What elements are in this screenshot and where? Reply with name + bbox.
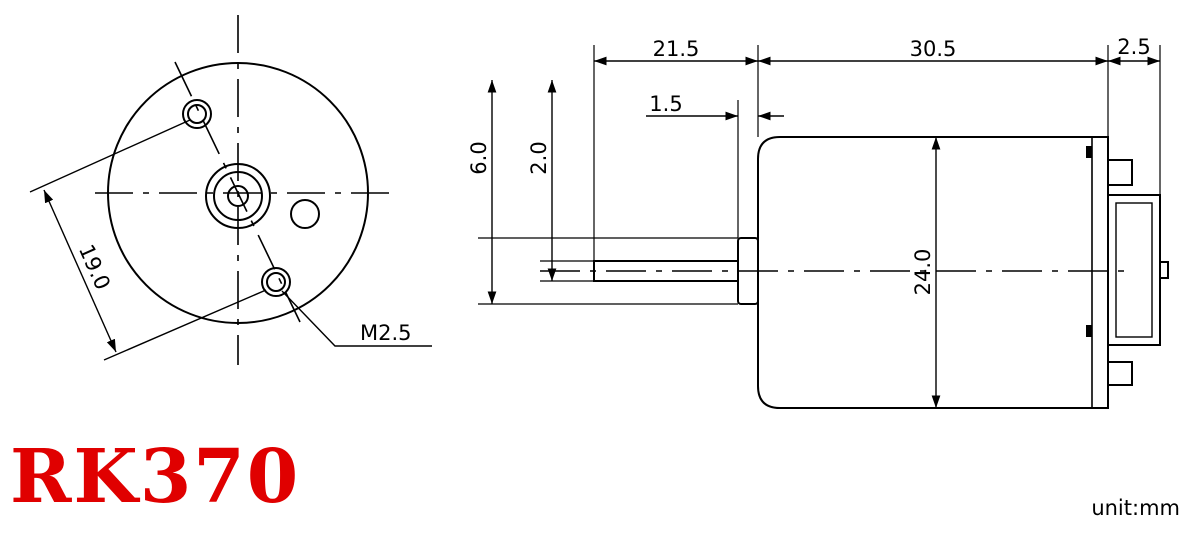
terminal-top [1108,159,1133,186]
thread-label: M2.5 [360,321,412,345]
terminal-bottom [1108,361,1133,386]
mount-hole-bottom-outer [261,267,291,297]
shaft-diameter-label: 2.0 [527,141,551,174]
boss-length-label: 1.5 [649,92,682,116]
motor-body [757,136,1109,409]
shaft-length-label: 21.5 [653,37,700,61]
boss-inner [213,171,263,221]
body-diameter-label: 24.0 [911,249,935,296]
thread-leader [281,290,432,347]
mount-hole-top-outer [182,99,212,129]
terminal-length-label: 2.5 [1117,35,1150,59]
unit-label: unit:mm [1091,496,1180,520]
mount-hole-top-inner [187,104,207,124]
side-view [478,45,1169,409]
front-view [29,15,432,365]
body-length-label: 30.5 [910,37,957,61]
hole-spacing-dim-line [43,189,117,353]
boss-diameter-label: 6.0 [467,141,491,174]
boss-outer [205,163,271,229]
hole-spacing-label: 19.0 [74,241,115,293]
vent-hole [290,199,320,229]
shaft-hole [227,185,249,207]
model-title: RK370 [10,434,301,520]
mount-hole-bottom-inner [266,272,286,292]
